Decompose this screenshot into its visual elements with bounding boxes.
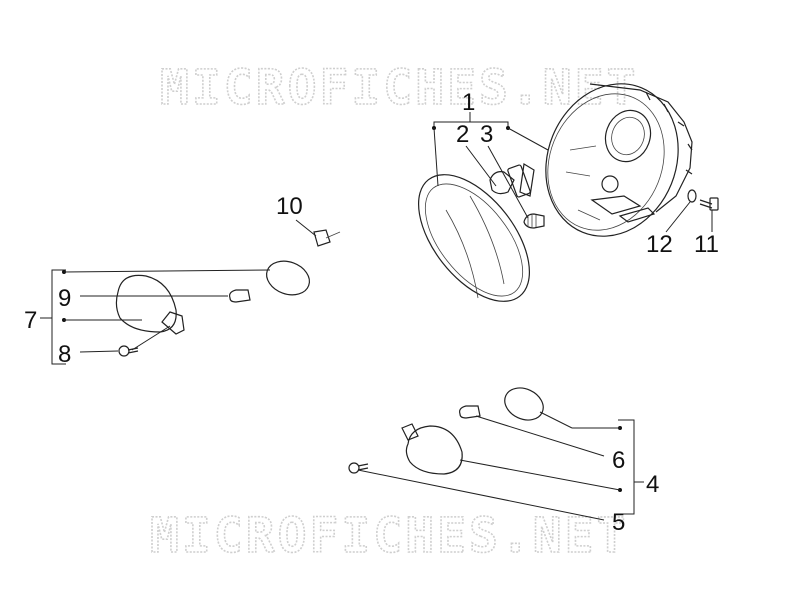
callout-labels: 1 2 3 4 5 6 7 8 9 10 11 12	[24, 89, 719, 536]
callout-10: 10	[276, 193, 303, 220]
watermark-top: MICROFICHES.NET	[160, 60, 638, 116]
headlight-housing	[545, 83, 693, 237]
left-turn-signal-body	[115, 274, 185, 335]
callout-4: 4	[646, 471, 659, 498]
watermark-bottom: MICROFICHES.NET	[150, 508, 628, 564]
right-turn-signal-lens	[504, 387, 544, 421]
washer	[687, 189, 697, 203]
left-turn-signal-bulb	[229, 289, 251, 303]
headlight-bulb	[489, 163, 535, 198]
callout-5: 5	[612, 509, 625, 536]
callout-2: 2	[456, 121, 469, 148]
housing-screw	[699, 197, 719, 211]
callout-1: 1	[462, 89, 475, 116]
callout-7: 7	[24, 307, 37, 334]
callout-8: 8	[58, 341, 71, 368]
leader-lines	[40, 112, 713, 521]
callout-3: 3	[480, 121, 493, 148]
right-turn-signal-screw	[348, 462, 369, 474]
callout-11: 11	[694, 231, 719, 258]
callout-9: 9	[58, 285, 71, 312]
clip-nut	[313, 229, 341, 247]
left-turn-signal-lens	[266, 260, 310, 296]
right-turn-signal-body	[401, 423, 463, 475]
callout-12: 12	[646, 231, 673, 258]
right-turn-signal-bulb	[459, 405, 481, 419]
headlight-lens	[418, 174, 530, 302]
callout-6: 6	[612, 447, 625, 474]
